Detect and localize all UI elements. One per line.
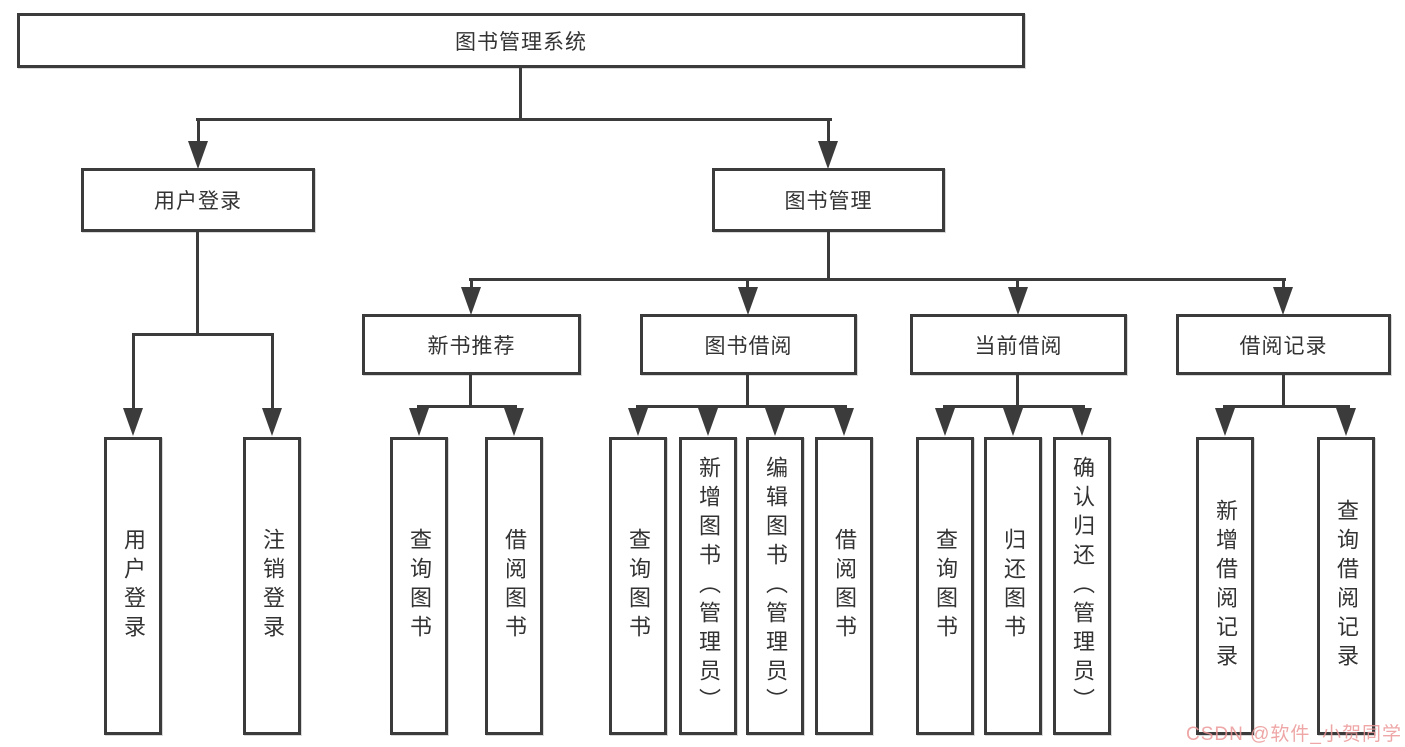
arrowhead-down <box>1273 287 1293 315</box>
arrowhead-down <box>1215 408 1235 436</box>
leaf-logout: 注销登录 <box>243 437 301 735</box>
arrowhead-down <box>765 408 785 436</box>
arrowhead-down <box>628 408 648 436</box>
connector-line <box>1223 405 1350 408</box>
node-current-borrowing: 当前借阅 <box>910 314 1127 375</box>
connector-line <box>746 281 749 291</box>
connector-line <box>132 333 274 336</box>
node-book-management: 图书管理 <box>712 168 945 232</box>
leaf-borrowing-query-books: 查询图书 <box>609 437 667 735</box>
leaf-records-query-record: 查询借阅记录 <box>1317 437 1375 735</box>
connector-line <box>196 232 199 335</box>
node-borrow-records: 借阅记录 <box>1176 314 1391 375</box>
connector-line <box>271 336 274 409</box>
connector-line <box>636 405 847 408</box>
arrowhead-down <box>262 408 282 436</box>
leaf-current-return-books: 归还图书 <box>984 437 1042 735</box>
arrowhead-down <box>834 408 854 436</box>
connector-line <box>827 232 830 280</box>
connector-line <box>827 121 830 144</box>
connector-line <box>470 281 473 291</box>
arrowhead-down <box>409 408 429 436</box>
node-new-book-recommend: 新书推荐 <box>362 314 581 375</box>
arrowhead-down <box>461 287 481 315</box>
connector-line <box>469 375 472 408</box>
connector-line <box>1016 281 1019 291</box>
arrowhead-down <box>123 408 143 436</box>
connector-line <box>1282 375 1285 408</box>
arrowhead-down <box>1072 408 1092 436</box>
leaf-recommend-borrow-books: 借阅图书 <box>485 437 543 735</box>
leaf-current-query-books: 查询图书 <box>916 437 974 735</box>
arrowhead-down <box>1003 408 1023 436</box>
leaf-borrowing-borrow-books: 借阅图书 <box>815 437 873 735</box>
leaf-current-confirm-return-admin: 确认归还（管理员） <box>1053 437 1111 735</box>
connector-line <box>132 336 135 409</box>
leaf-user-login: 用户登录 <box>104 437 162 735</box>
node-book-borrowing: 图书借阅 <box>640 314 857 375</box>
arrowhead-down <box>188 141 208 169</box>
connector-line <box>417 405 517 408</box>
leaf-records-add-record: 新增借阅记录 <box>1196 437 1254 735</box>
connector-line <box>519 68 522 120</box>
node-user-login: 用户登录 <box>81 168 315 232</box>
connector-line <box>196 118 832 121</box>
arrowhead-down <box>504 408 524 436</box>
leaf-borrowing-add-books-admin: 新增图书（管理员） <box>679 437 737 735</box>
leaf-recommend-query-books: 查询图书 <box>390 437 448 735</box>
arrowhead-down <box>1336 408 1356 436</box>
connector-line <box>1016 375 1019 408</box>
arrowhead-down <box>1008 287 1028 315</box>
connector-line <box>746 375 749 408</box>
arrowhead-down <box>698 408 718 436</box>
connector-line <box>197 121 200 144</box>
arrowhead-down <box>935 408 955 436</box>
connector-line <box>469 278 1286 281</box>
arrowhead-down <box>818 141 838 169</box>
leaf-borrowing-edit-books-admin: 编辑图书（管理员） <box>746 437 804 735</box>
csdn-watermark: CSDN @软件_小贺同学 <box>1186 724 1402 745</box>
node-root: 图书管理系统 <box>17 13 1025 68</box>
connector-line <box>1282 281 1285 291</box>
connector-line <box>943 405 1085 408</box>
arrowhead-down <box>738 287 758 315</box>
